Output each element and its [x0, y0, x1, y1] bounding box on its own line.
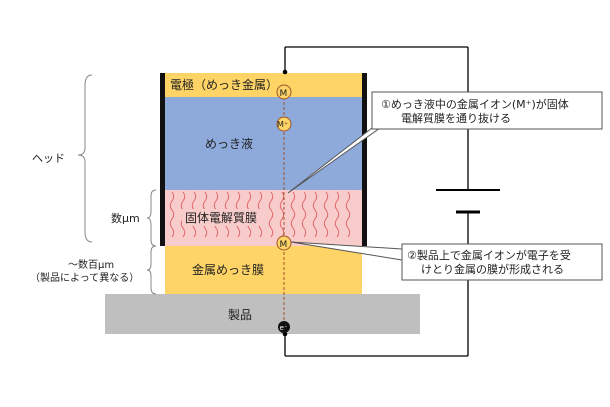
- callout-one-line1: ①めっき液中の金属イオン(M⁺)が固体: [381, 97, 569, 111]
- membrane-wave: [268, 191, 274, 238]
- film-thickness-brace: [146, 245, 157, 295]
- membrane-wave: [312, 191, 318, 238]
- electron-particle: e⁻: [278, 321, 290, 333]
- metal-particle-bottom: M: [276, 235, 292, 251]
- head-wall-right: [362, 73, 367, 246]
- membrane-thickness-label: 数μm: [111, 212, 140, 225]
- metal-ion-particle: M⁺: [276, 116, 292, 132]
- film-thickness-label-2: （製品によって異なる）: [30, 271, 139, 284]
- product-label: 製品: [228, 308, 252, 322]
- membrane-wave: [301, 191, 307, 238]
- electrode-label: 電極（めっき金属）: [170, 77, 278, 92]
- film-thickness-label-1: ～数百μm: [68, 258, 114, 271]
- membrane-wave: [345, 191, 351, 238]
- callout-one-box: [371, 91, 603, 130]
- wire-junction-top: [282, 69, 288, 75]
- callout-one-line2: 電解質膜を通り抜ける: [401, 111, 511, 125]
- callout-two-line2: けとり金属の膜が形成される: [421, 262, 564, 276]
- svg-text:M⁺: M⁺: [277, 120, 288, 129]
- head-label: ヘッド: [32, 152, 65, 165]
- svg-text:M: M: [280, 89, 288, 99]
- solution-layer: [165, 97, 362, 190]
- membrane-label-bg: [182, 209, 268, 226]
- metal-film-layer: [165, 246, 362, 294]
- electrode-layer: [165, 73, 362, 97]
- svg-text:e⁻: e⁻: [280, 324, 288, 332]
- head-wall-left: [160, 73, 165, 246]
- head-brace: [77, 74, 93, 243]
- product-block: [105, 294, 420, 334]
- membrane-wave: [290, 191, 296, 238]
- metal-particle-top: M: [276, 84, 292, 100]
- callout-two-line1: ②製品上で金属イオンが電子を受: [407, 248, 571, 262]
- membrane-wave: [169, 191, 175, 238]
- membrane-wave: [334, 191, 340, 238]
- solution-label: めっき液: [205, 136, 253, 151]
- svg-text:M: M: [280, 240, 288, 250]
- callout-two-box: [401, 243, 603, 281]
- membrane-label: 固体電解質膜: [185, 210, 257, 225]
- membrane-thickness-brace: [146, 189, 157, 247]
- membrane-wave: [323, 191, 329, 238]
- metal-film-label: 金属めっき膜: [192, 262, 264, 277]
